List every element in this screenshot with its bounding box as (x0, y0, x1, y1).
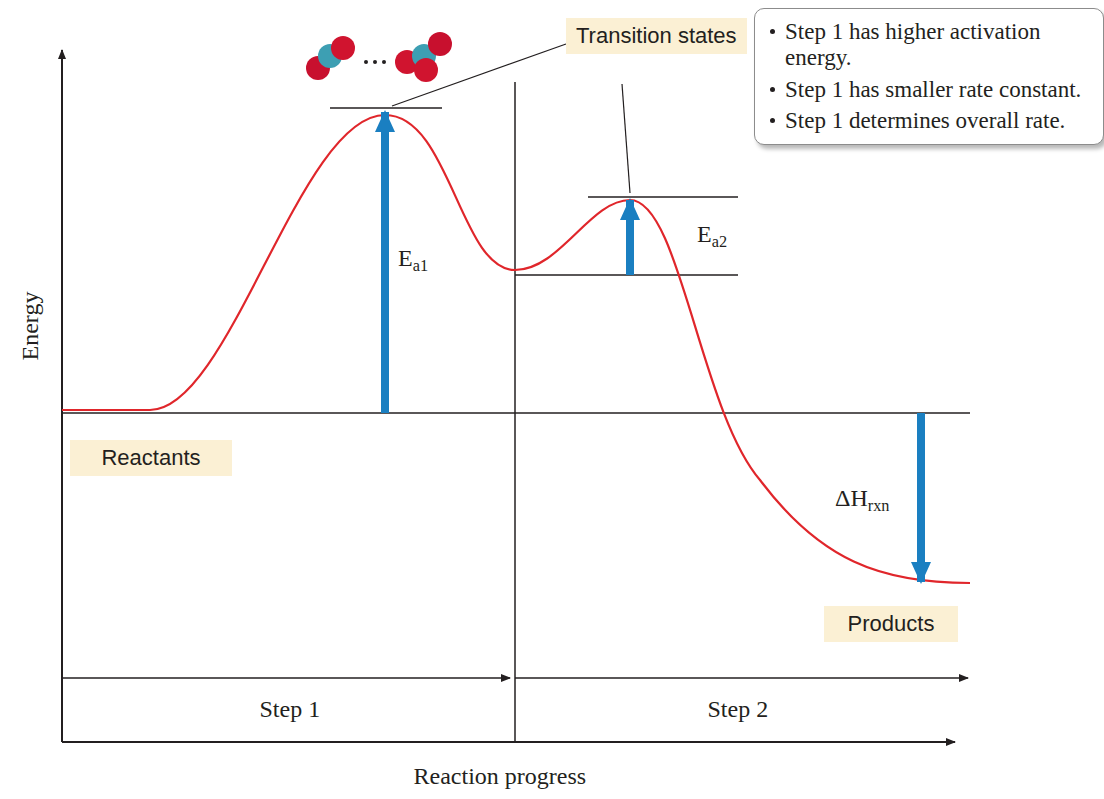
molecule-illustration (306, 32, 452, 82)
reference-line (588, 196, 738, 198)
activation-arrow (381, 112, 389, 413)
step-divider (514, 82, 516, 742)
step-arrow (62, 677, 510, 679)
step-label: Step 1 (260, 697, 321, 721)
label-box: Products (824, 606, 958, 642)
energy-label: Ea1 (398, 246, 428, 274)
bullet-item: Step 1 determines overall rate. (769, 108, 1091, 134)
note-text: Step 1 has smaller rate constant. (785, 77, 1091, 103)
note-text: Step 1 has higher activation energy. (785, 19, 1091, 71)
energy-label: Ea2 (697, 222, 727, 250)
enthalpy-arrow (917, 413, 925, 582)
leader-line (622, 84, 630, 193)
axis-title: Energy (18, 292, 42, 361)
bullet-item: Step 1 has higher activation energy. (769, 19, 1091, 71)
bullet-dot (770, 87, 775, 92)
bullet-dot (770, 118, 775, 123)
progress-axis (62, 741, 955, 743)
callout-box: Transition states (566, 18, 747, 54)
label-text: Reactants (80, 446, 222, 470)
label-text: Transition states (576, 24, 737, 48)
note-box: Step 1 has higher activation energy. Step… (754, 8, 1104, 145)
axis-title: Reaction progress (414, 764, 587, 788)
step-label: Step 2 (708, 697, 769, 721)
note-text: Step 1 determines overall rate. (785, 108, 1091, 134)
bullet-dot (770, 29, 775, 34)
label-box: Reactants (70, 440, 232, 476)
label-text: Products (834, 612, 948, 636)
activation-arrow (626, 200, 634, 275)
bullet-item: Step 1 has smaller rate constant. (769, 77, 1091, 103)
step-arrow (515, 677, 968, 679)
energy-curve (62, 115, 970, 583)
leader-line (392, 44, 566, 106)
reference-line (330, 107, 442, 109)
energy-label: ΔHrxn (835, 486, 890, 514)
energy-axis (61, 50, 63, 742)
reference-line (62, 412, 970, 414)
